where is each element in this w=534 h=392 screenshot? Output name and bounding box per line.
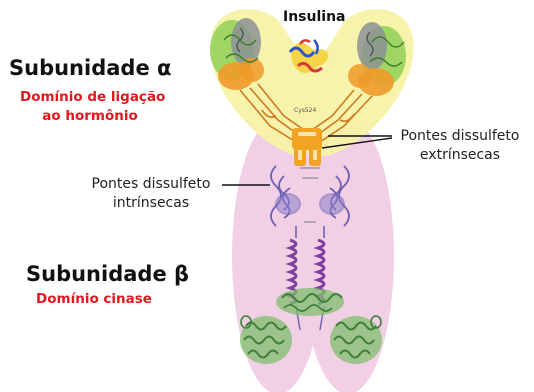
kinase-domain-right [330,316,382,364]
alpha-subunit-title: Subunidade α [9,56,171,80]
cys524-label: Cys524 [294,108,316,115]
beta-subunit-desc: Domínio cinase [34,292,154,308]
extrinsic-bridges-line2: extrínsecas [394,147,526,163]
extrinsic-bridges-line1: Pontes dissulfeto [394,128,526,144]
intrinsic-bridges-line1: Pontes dissulfeto [82,176,220,192]
intrinsic-bridges-line2: intrínsecas [82,195,220,211]
beta-subunit-title: Subunidade β [26,262,189,286]
kinase-domain-upper [276,288,344,316]
insulin-label: Insulina [283,9,346,25]
kinase-domain-left [240,316,292,364]
alpha-subunit-desc-line2: ao hormônio [20,109,160,125]
alpha-subunit-desc-line1: Domínio de ligação [20,90,160,106]
